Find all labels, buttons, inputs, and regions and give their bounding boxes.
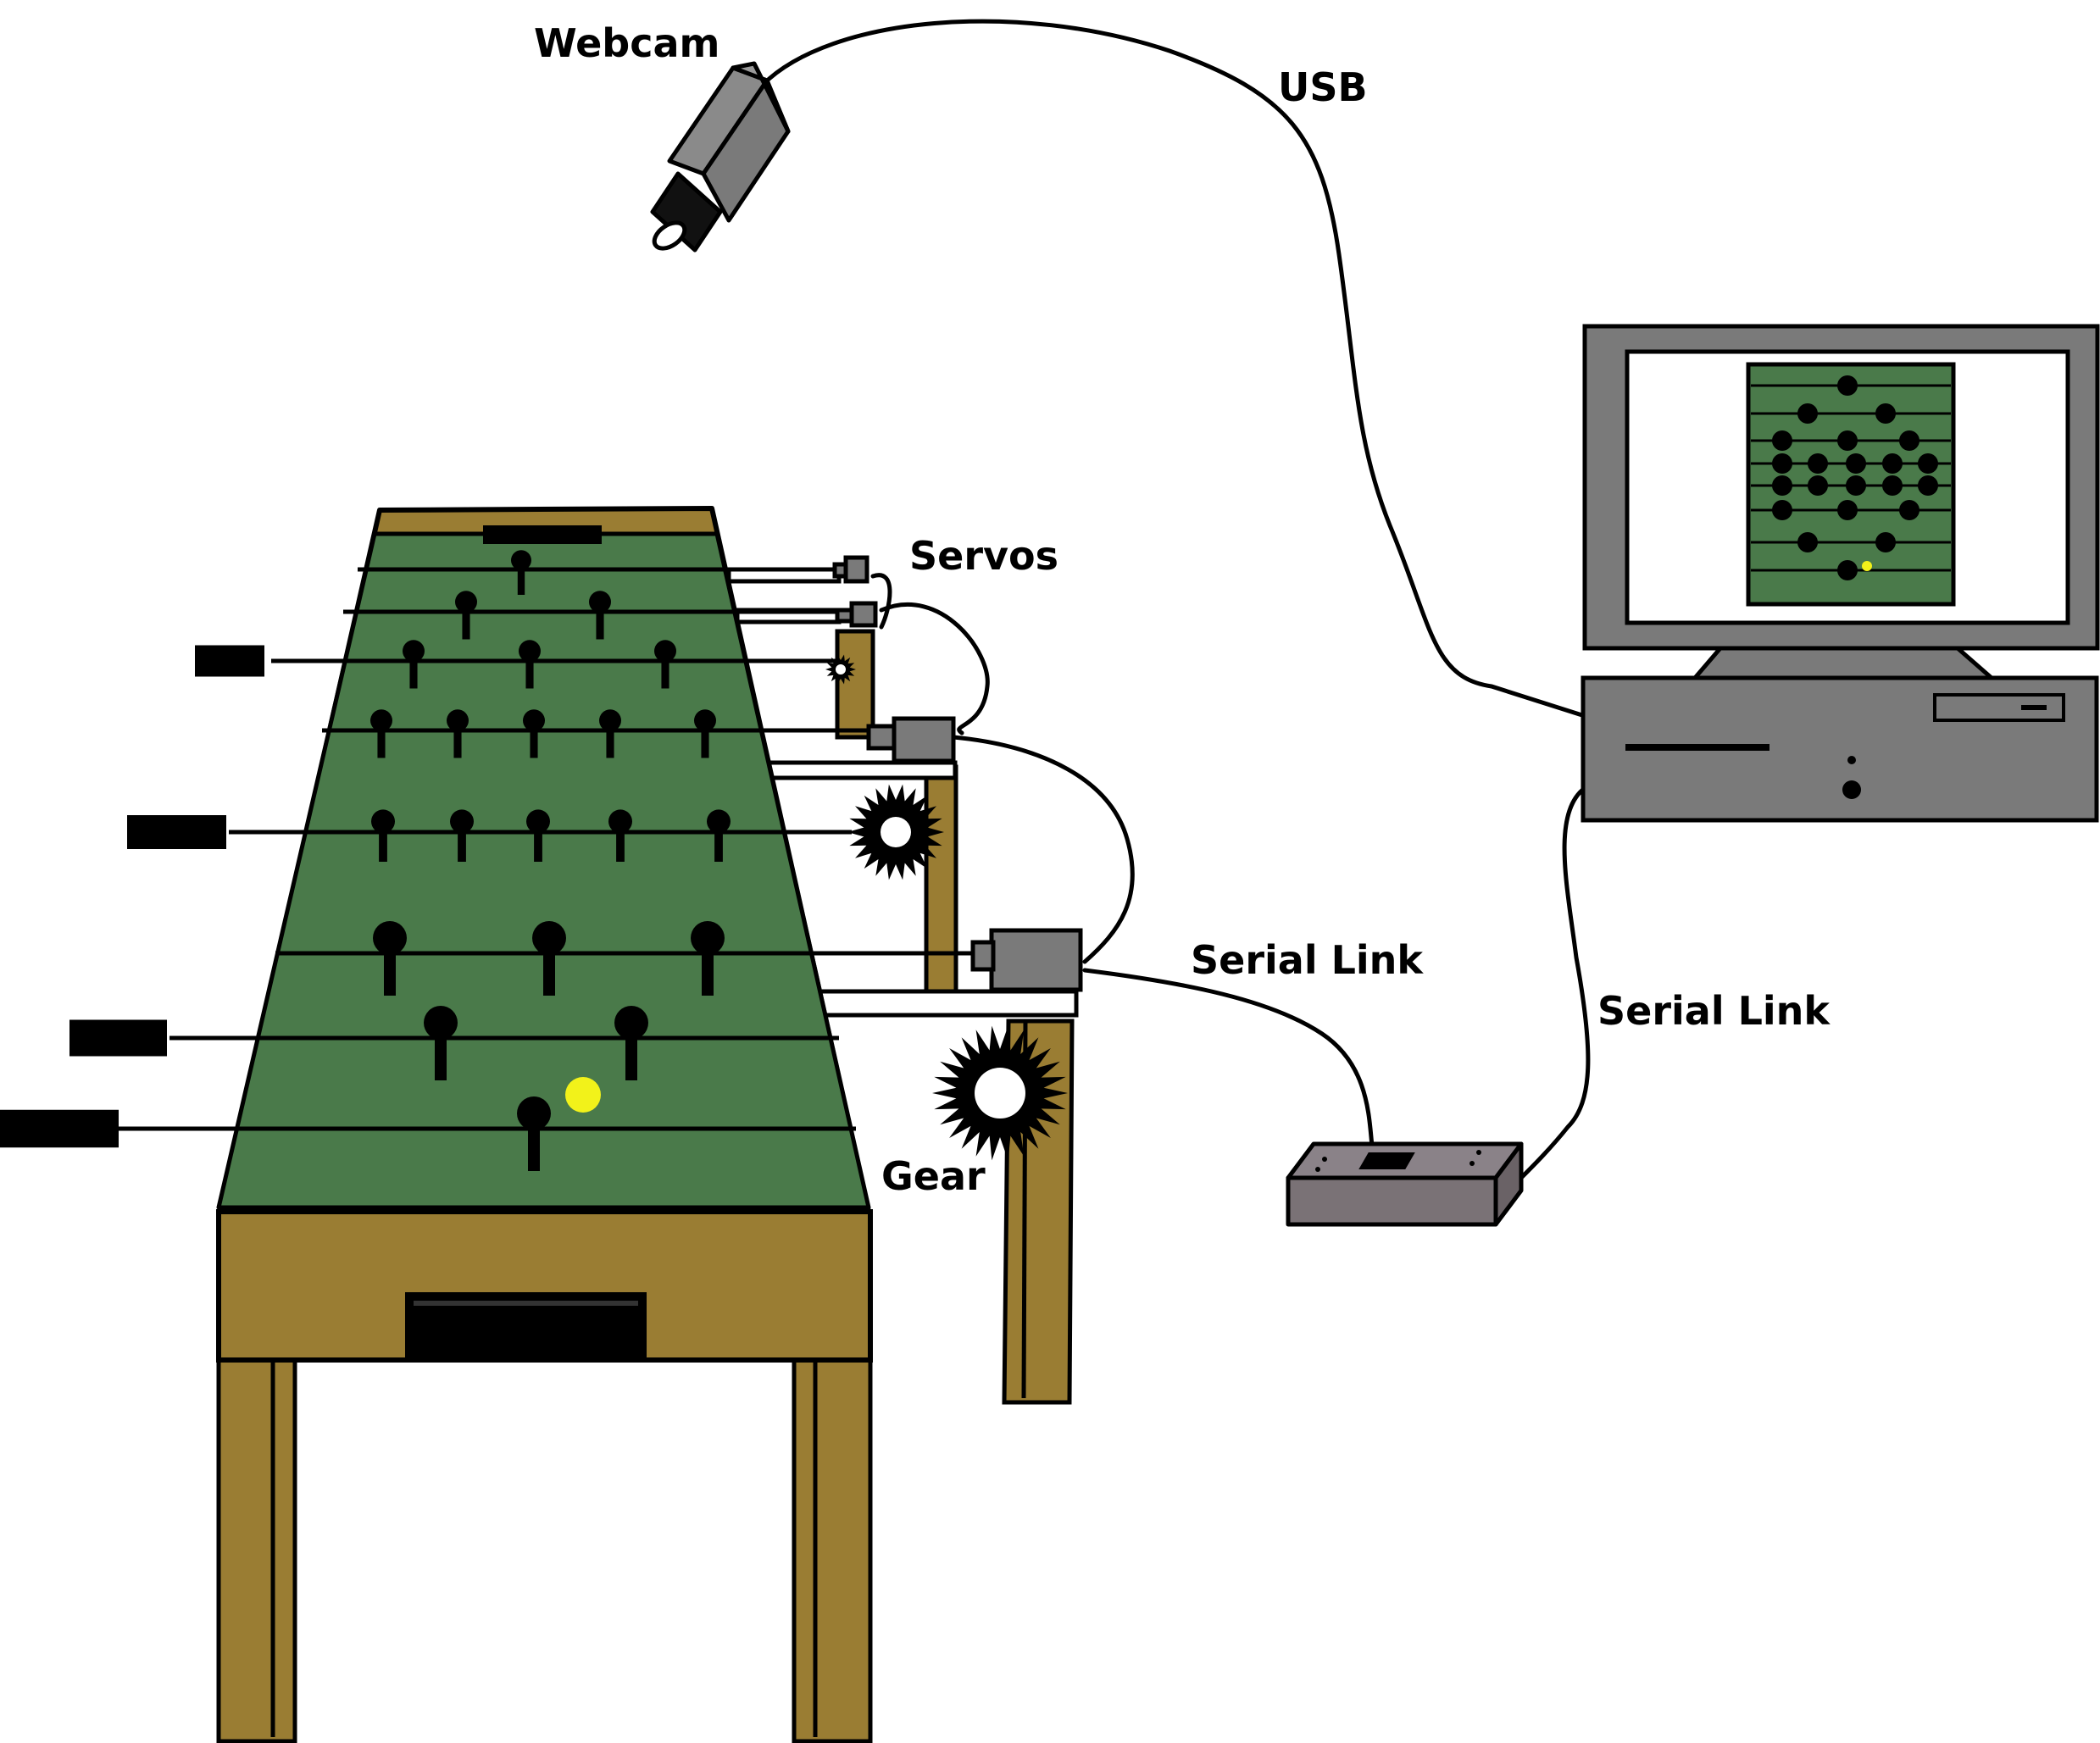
serial-link-cable-left: [1082, 968, 1375, 1155]
player-body: [534, 821, 542, 862]
power-led: [1847, 756, 1856, 764]
gear-hole: [836, 664, 846, 674]
player-body: [543, 938, 555, 996]
screen-player: [1899, 500, 1919, 520]
screen-player: [1882, 453, 1903, 474]
front-goal-inner: [414, 1301, 638, 1306]
screen-player: [1875, 403, 1896, 424]
screen-player: [1808, 475, 1828, 496]
handles: [0, 645, 264, 1148]
servo-4: [970, 928, 1083, 992]
player-body: [616, 821, 625, 862]
usb-cable: [760, 19, 1587, 719]
gears: [825, 654, 1068, 1161]
usb-label: USB: [1278, 64, 1368, 110]
floppy-slot: [1625, 744, 1769, 751]
player-body: [701, 720, 709, 758]
screen-player: [1837, 430, 1858, 451]
screen-players: [1772, 375, 1938, 580]
player-body: [596, 602, 604, 640]
front-right-leg: [792, 1357, 873, 1743]
player-body: [435, 1023, 447, 1080]
player-body: [714, 821, 723, 862]
rod-handle: [195, 645, 264, 677]
table-apron: [216, 1209, 873, 1363]
ball: [565, 1077, 601, 1113]
serial-link-left-label: Serial Link: [1191, 937, 1424, 983]
screen-player: [1875, 532, 1896, 552]
player-body: [409, 651, 418, 689]
screen-player: [1772, 430, 1792, 451]
gear-label: Gear: [881, 1153, 986, 1199]
servo-rails: [726, 567, 1079, 1018]
screen-player: [1918, 475, 1938, 496]
servos-label: Servos: [909, 533, 1058, 579]
screen-player: [1837, 375, 1858, 396]
screen-player: [1899, 430, 1919, 451]
optical-drive-slot: [2021, 705, 2047, 710]
monitor-stand: [1690, 646, 1997, 680]
rod-handle: [0, 1109, 119, 1148]
screen-ball: [1862, 561, 1872, 571]
front-goal: [405, 1292, 647, 1360]
player-body: [625, 1023, 637, 1080]
power-button: [1842, 780, 1861, 799]
cables: [760, 19, 1591, 1180]
screen-player: [1808, 453, 1828, 474]
player-body: [377, 720, 386, 758]
webcam-body-top: [731, 61, 791, 134]
player-body: [517, 560, 525, 595]
player-body: [530, 720, 538, 758]
servo-cable-1: [870, 573, 892, 630]
servo-cable-2: [879, 602, 990, 736]
player-body: [462, 602, 470, 640]
player-body: [525, 651, 534, 689]
screen-table-view: [1746, 362, 1956, 607]
webcam-label: Webcam: [534, 20, 720, 66]
serial-controller: [1286, 1141, 1524, 1227]
screen-player: [1837, 560, 1858, 580]
players: [370, 550, 731, 1171]
player-body: [379, 821, 387, 862]
screen-player: [1772, 453, 1792, 474]
player-body: [384, 938, 396, 996]
serial-link-cable-right: [1519, 785, 1591, 1180]
controller-screws: [1315, 1150, 1481, 1172]
screen-player: [1797, 403, 1818, 424]
screen-player: [1846, 475, 1866, 496]
controller-chip: [1358, 1152, 1415, 1169]
screen-player: [1882, 475, 1903, 496]
controller-side: [1493, 1141, 1524, 1227]
player-body: [453, 720, 462, 758]
screen-player: [1797, 532, 1818, 552]
back-goal: [483, 525, 602, 544]
webcam: [650, 61, 791, 253]
front-left-leg: [216, 1357, 297, 1743]
servo-2: [835, 601, 878, 628]
servo-3: [866, 716, 956, 763]
screen-player: [1772, 475, 1792, 496]
player-body: [661, 651, 669, 689]
webcam-lens-glass: [652, 220, 687, 251]
player-body: [458, 821, 466, 862]
servo-cable-3: [951, 735, 1135, 964]
screen-player: [1846, 453, 1866, 474]
player-body: [606, 720, 614, 758]
controller-front: [1286, 1175, 1498, 1227]
screen-player: [1918, 453, 1938, 474]
table-legs: [216, 1357, 873, 1743]
screen-player: [1772, 500, 1792, 520]
player-body: [528, 1113, 540, 1171]
servo-1: [832, 555, 869, 584]
screen-player: [1837, 500, 1858, 520]
serial-link-right-label: Serial Link: [1597, 988, 1831, 1034]
rod-handle: [127, 815, 226, 849]
player-body: [702, 938, 714, 996]
gear-hole: [881, 817, 911, 847]
servos: [832, 555, 1083, 992]
rod-handle: [69, 1019, 167, 1057]
gear-hole: [975, 1068, 1025, 1119]
